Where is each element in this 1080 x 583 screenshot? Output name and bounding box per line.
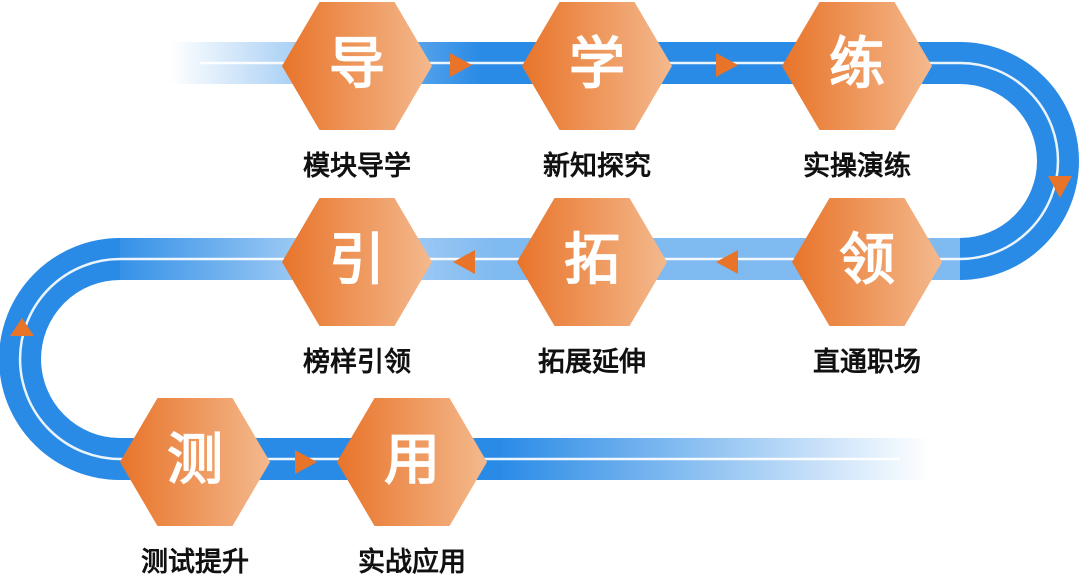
- step-label: 测试提升: [141, 547, 249, 578]
- arrows: [10, 53, 1072, 474]
- arrow-icon: [10, 318, 34, 336]
- step-hexagon: [522, 2, 672, 130]
- step-char: 引: [329, 227, 385, 293]
- step-label: 直通职场: [813, 347, 921, 378]
- step-char: 领: [839, 227, 895, 293]
- step-char: 用: [384, 427, 440, 493]
- step-label: 模块导学: [303, 151, 411, 182]
- step-hexagon: [120, 398, 270, 526]
- step-hexagon: [792, 198, 942, 326]
- step-hexagon: [782, 2, 932, 130]
- step-char: 学: [569, 31, 625, 97]
- step-hexagon: [282, 198, 432, 326]
- step-char: 测: [167, 427, 223, 493]
- step-label: 榜样引领: [303, 347, 411, 378]
- step-hexagon: [337, 398, 487, 526]
- step-char: 练: [829, 31, 885, 97]
- step-hexagon: [517, 198, 667, 326]
- arrow-icon: [295, 450, 317, 474]
- step-char: 拓: [564, 227, 620, 293]
- arrow-icon: [716, 250, 738, 274]
- step-label: 实操演练: [803, 151, 911, 182]
- step-char: 导: [329, 31, 385, 97]
- arrow-icon: [453, 250, 475, 274]
- step-label: 实战应用: [358, 547, 466, 578]
- arrow-icon: [1048, 176, 1072, 198]
- arrow-icon: [450, 53, 472, 77]
- step-hexagon: [282, 2, 432, 130]
- step-label: 新知探究: [543, 151, 651, 182]
- arrow-icon: [716, 53, 738, 77]
- step-label: 拓展延伸: [538, 347, 646, 378]
